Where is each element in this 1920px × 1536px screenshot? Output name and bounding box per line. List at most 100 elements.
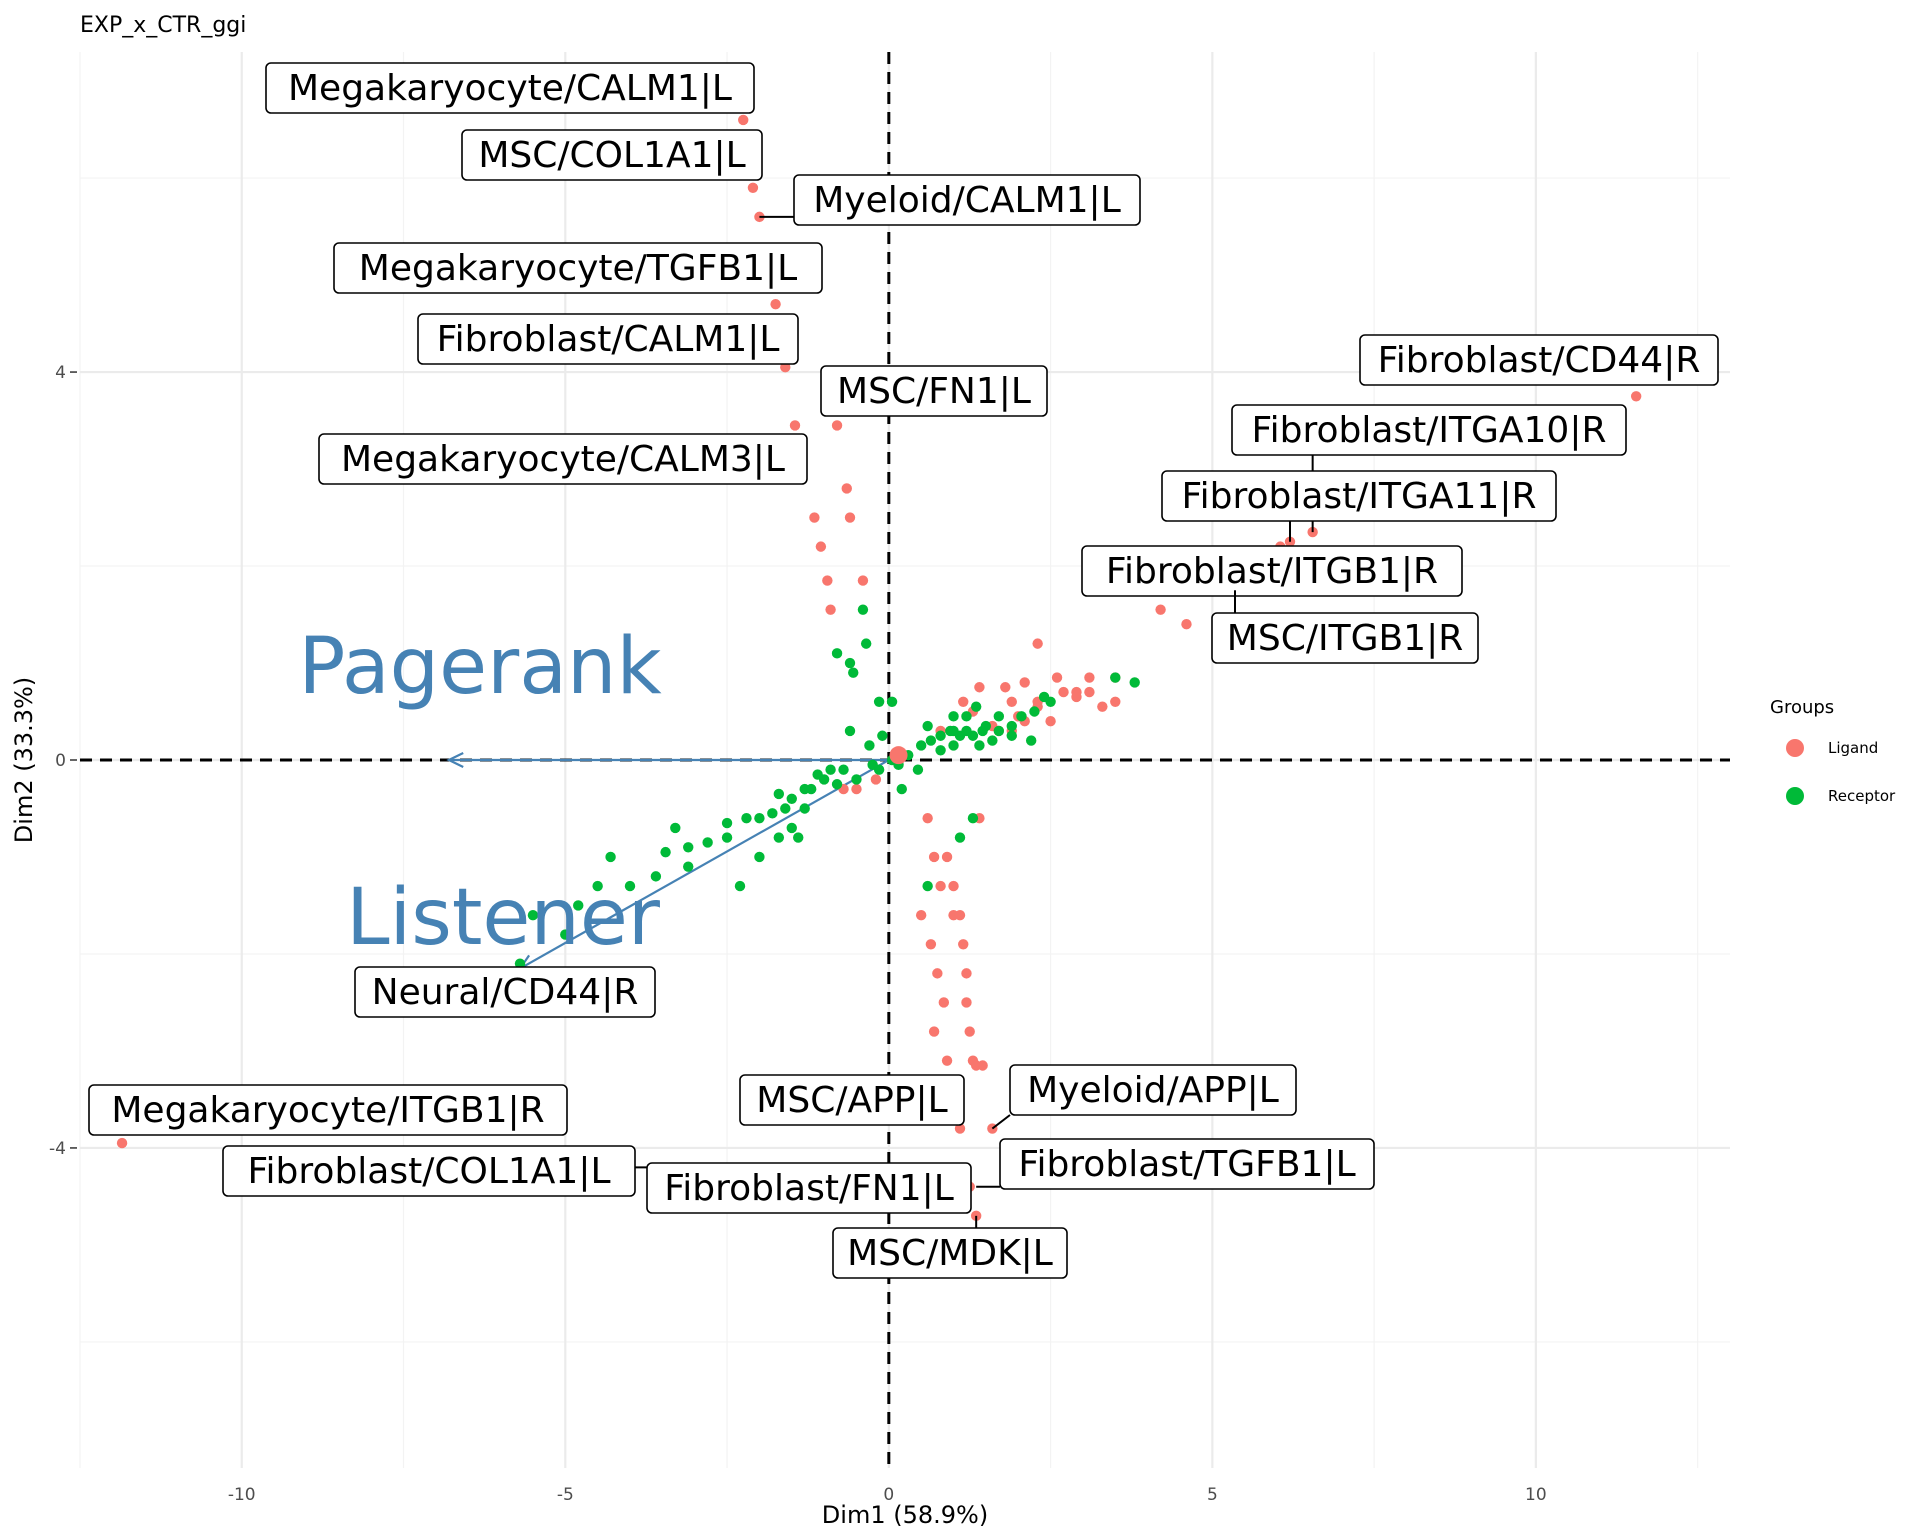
label-box-fibroblast-fn1-l [646,1162,972,1214]
point-ligand [789,420,801,431]
point-receptor [721,817,733,829]
point-receptor [799,803,810,814]
point-receptor [838,764,849,775]
label-fibroblast-col1a1-l: Fibroblast/COL1A1|L [247,1151,610,1192]
point-receptor [1016,711,1027,722]
point-receptor [721,832,733,843]
chart-title: EXP_x_CTR_ggi [80,13,246,38]
point-receptor [912,764,924,775]
point-ligand [1032,638,1043,649]
annotation-pagerank: Pagerank [298,622,661,712]
point-receptor [831,648,843,659]
point-receptor [825,764,836,775]
point-receptor [980,720,992,732]
label-box-fibroblast-col1a1-l [222,1145,636,1197]
point-ligand [941,1055,953,1066]
legend: Groups Ligand Receptor [1770,697,1896,805]
label-myeloid-app-l: Myeloid/APP|L [1027,1070,1279,1111]
label-msc-app-l: MSC/APP|L [756,1080,947,1121]
label-box-myeloid-app-l [1009,1064,1297,1116]
point-receptor [967,812,979,824]
point-receptor [793,832,804,843]
point-receptor [831,779,843,790]
point-ligand [1630,391,1642,402]
label-box-megakaryocyte-itgb1-r [88,1084,568,1136]
point-receptor [925,735,937,746]
point-receptor [886,696,898,708]
point-ligand [1006,696,1017,708]
label-box-msc-mdk-l [832,1227,1068,1279]
point-receptor [560,929,571,940]
point-receptor [987,735,998,746]
label-megakaryocyte-calm3-l: Megakaryocyte/CALM3|L [341,439,785,480]
data-points [116,114,1642,1222]
point-receptor [741,812,752,824]
point-ligand [941,851,953,863]
point-receptor [948,725,959,737]
point-receptor [773,832,785,843]
point-receptor [799,783,810,795]
point-highlight [889,746,908,765]
point-ligand [938,997,950,1008]
legend-key-ligand [1786,739,1804,757]
point-ligand [954,1123,966,1134]
label-box-fibroblast-tgfb1-l [999,1138,1375,1190]
label-fibroblast-itgb1-r: Fibroblast/ITGB1|R [1106,551,1438,592]
point-ligand [961,997,972,1008]
y-axis-title: Dim2 (33.3%) [10,677,38,843]
point-receptor [780,803,791,814]
point-receptor [864,740,875,751]
point-ligand [961,968,972,979]
annotation-listener: Listener [346,873,661,963]
point-ligand [825,604,836,615]
label-box-msc-col1a1-l [461,129,763,181]
point-receptor [935,745,946,756]
point-ligand [915,909,927,921]
point-ligand [116,1137,128,1149]
point-receptor [877,730,888,741]
label-connector-myeloid-app-l [991,1114,1011,1130]
point-receptor [1110,672,1121,683]
label-myeloid-calm1-l: Myeloid/CALM1|L [813,180,1121,221]
point-receptor [860,638,872,649]
point-ligand [935,880,946,892]
point-receptor [670,822,681,834]
y-tick-label: 0 [55,751,66,771]
label-box-fibroblast-itgb1-r [1081,545,1463,597]
point-ligand [1071,691,1082,703]
point-ligand [1084,672,1095,683]
y-tick-label: 4 [55,363,66,383]
point-ligand [958,939,969,950]
x-tick-label: 10 [1525,1485,1547,1505]
point-receptor [954,832,966,843]
point-ligand [922,812,933,824]
label-box-fibroblast-calm1-l [417,313,799,365]
point-receptor [786,822,797,834]
point-ligand [815,541,827,552]
point-ligand [974,682,985,693]
point-ligand [1110,696,1121,708]
point-receptor [922,880,933,892]
label-box-fibroblast-itga11-r [1161,470,1557,522]
point-receptor [974,740,985,751]
point-ligand [870,774,882,785]
point-receptor [527,909,539,921]
point-ligand [1051,672,1063,683]
point-ligand [822,575,833,586]
point-ligand [1000,682,1011,693]
label-box-megakaryocyte-tgfb1-l [333,242,823,294]
point-receptor [734,880,746,892]
y-tick-label: -4 [49,1139,66,1159]
label-fibroblast-tgfb1-l: Fibroblast/TGFB1|L [1018,1144,1355,1185]
point-receptor [773,788,785,800]
point-receptor [1129,677,1140,688]
point-receptor [754,851,765,863]
point-ligand [841,483,852,494]
label-box-megakaryocyte-calm3-l [318,433,808,485]
label-msc-col1a1-l: MSC/COL1A1|L [478,135,745,176]
x-axis-title: Dim1 (58.9%) [822,1501,988,1529]
point-labels: Megakaryocyte/CALM1|LMSC/COL1A1|LMyeloid… [88,62,1719,1279]
point-ligand [747,182,759,193]
